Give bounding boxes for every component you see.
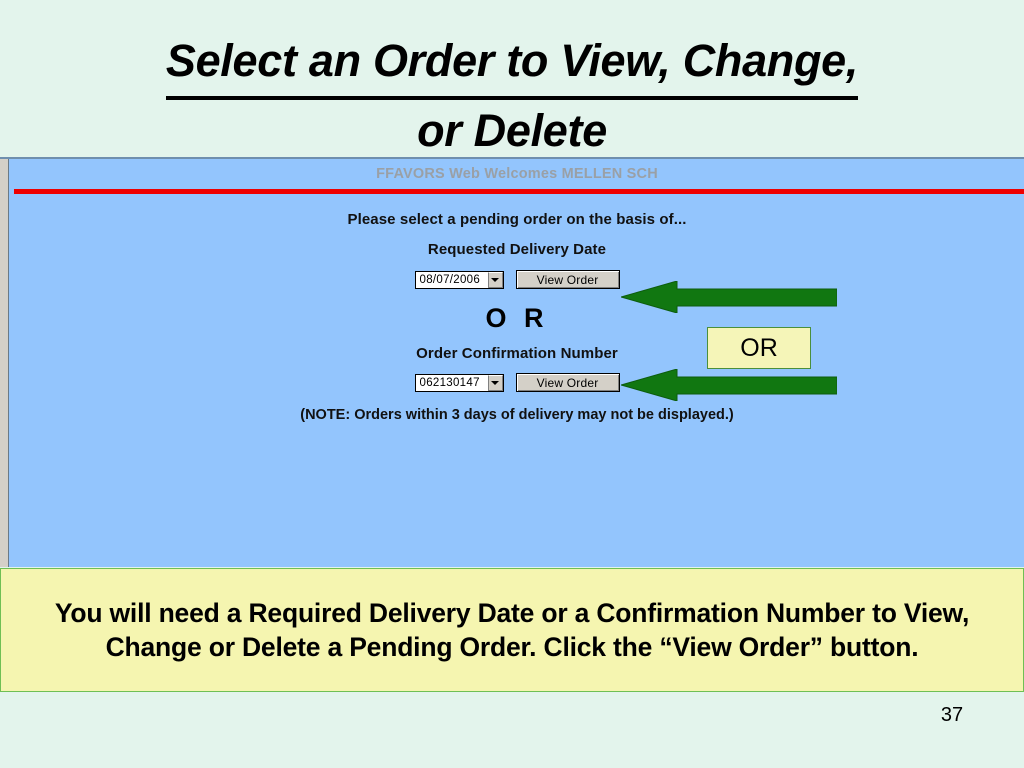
order-confirmation-number-label: Order Confirmation Number [416,345,618,362]
web-page-panel: FFAVORS Web Welcomes MELLEN SCH Please s… [0,157,1024,567]
instruction-text: Please select a pending order on the bas… [347,211,687,228]
caption-text: You will need a Required Delivery Date o… [54,597,970,662]
page-title-line-2: or Delete [417,104,607,156]
arrow-left-icon [621,369,837,401]
delivery-date-select[interactable]: 08/07/2006 [414,270,504,289]
or-separator: O R [485,303,549,333]
panel-content: FFAVORS Web Welcomes MELLEN SCH Please s… [10,159,1024,567]
note-text: (NOTE: Orders within 3 days of delivery … [300,407,734,423]
confirmation-number-row: 062130147 View Order [10,373,1024,392]
welcome-banner: FFAVORS Web Welcomes MELLEN SCH [376,166,658,182]
view-order-button-confirmation[interactable]: View Order [515,373,620,392]
chevron-down-icon[interactable] [487,271,503,288]
confirmation-number-value: 062130147 [419,376,480,389]
delivery-date-value: 08/07/2006 [419,273,481,286]
chevron-down-icon[interactable] [487,374,503,391]
panel-left-gutter [0,159,9,567]
caption-box: You will need a Required Delivery Date o… [0,568,1024,692]
page-number: 37 [0,704,1024,727]
view-order-button-date[interactable]: View Order [515,270,620,289]
arrow-left-icon [621,281,837,313]
red-divider [14,189,1024,194]
or-callout-box: OR [707,327,811,369]
confirmation-number-select[interactable]: 062130147 [414,373,504,392]
requested-delivery-date-label: Requested Delivery Date [427,241,607,258]
page-number-value: 37 [940,704,964,726]
delivery-date-row: 08/07/2006 View Order [10,270,1024,289]
or-callout-label: OR [740,333,778,362]
page-title: Select an Order to View, Change, or Dele… [0,28,1024,164]
page-title-line-1: Select an Order to View, Change, [165,28,858,100]
